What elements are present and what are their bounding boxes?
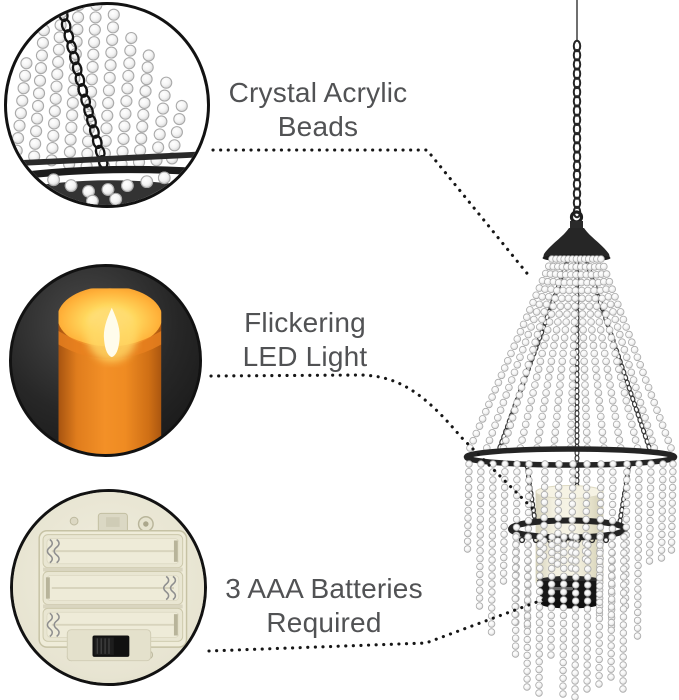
label-line: LED Light [242,341,368,372]
screw-hole-center [143,521,149,527]
clip-tab-notch [106,517,120,527]
callout-image-crystal-beads [4,2,210,208]
pin-hole [69,516,79,526]
candle-holder-cup [537,575,603,609]
beads-below-upper-ring [463,460,677,658]
label-line: Required [266,607,382,638]
hanging-chain [572,39,582,219]
led-flame [103,307,120,358]
chandelier-product-photo [463,0,678,700]
lit-candle [58,288,162,454]
beads-below-lower-ring [511,533,628,700]
battery-compartment-closeup-photo [13,492,204,683]
callout-label-led-light: Flickering LED Light [205,306,405,374]
led-candle-closeup-photo [12,267,199,454]
leader-lines [207,148,547,653]
label-line: Crystal Acrylic [228,77,408,108]
leader-line-beads [211,148,532,279]
label-line: Flickering [244,307,366,338]
callout-image-led-candle [9,264,202,457]
upper-bead-cone [466,255,675,452]
callout-image-battery-compartment [10,489,207,686]
crystal-beads-closeup-photo [7,5,207,205]
label-line: 3 AAA Batteries [225,573,423,604]
power-switch [66,629,152,662]
label-line: Beads [277,111,359,142]
callout-label-crystal-beads: Crystal Acrylic Beads [218,76,418,144]
callout-label-batteries: 3 AAA Batteries Required [224,572,424,640]
leader-line-led [209,373,535,511]
